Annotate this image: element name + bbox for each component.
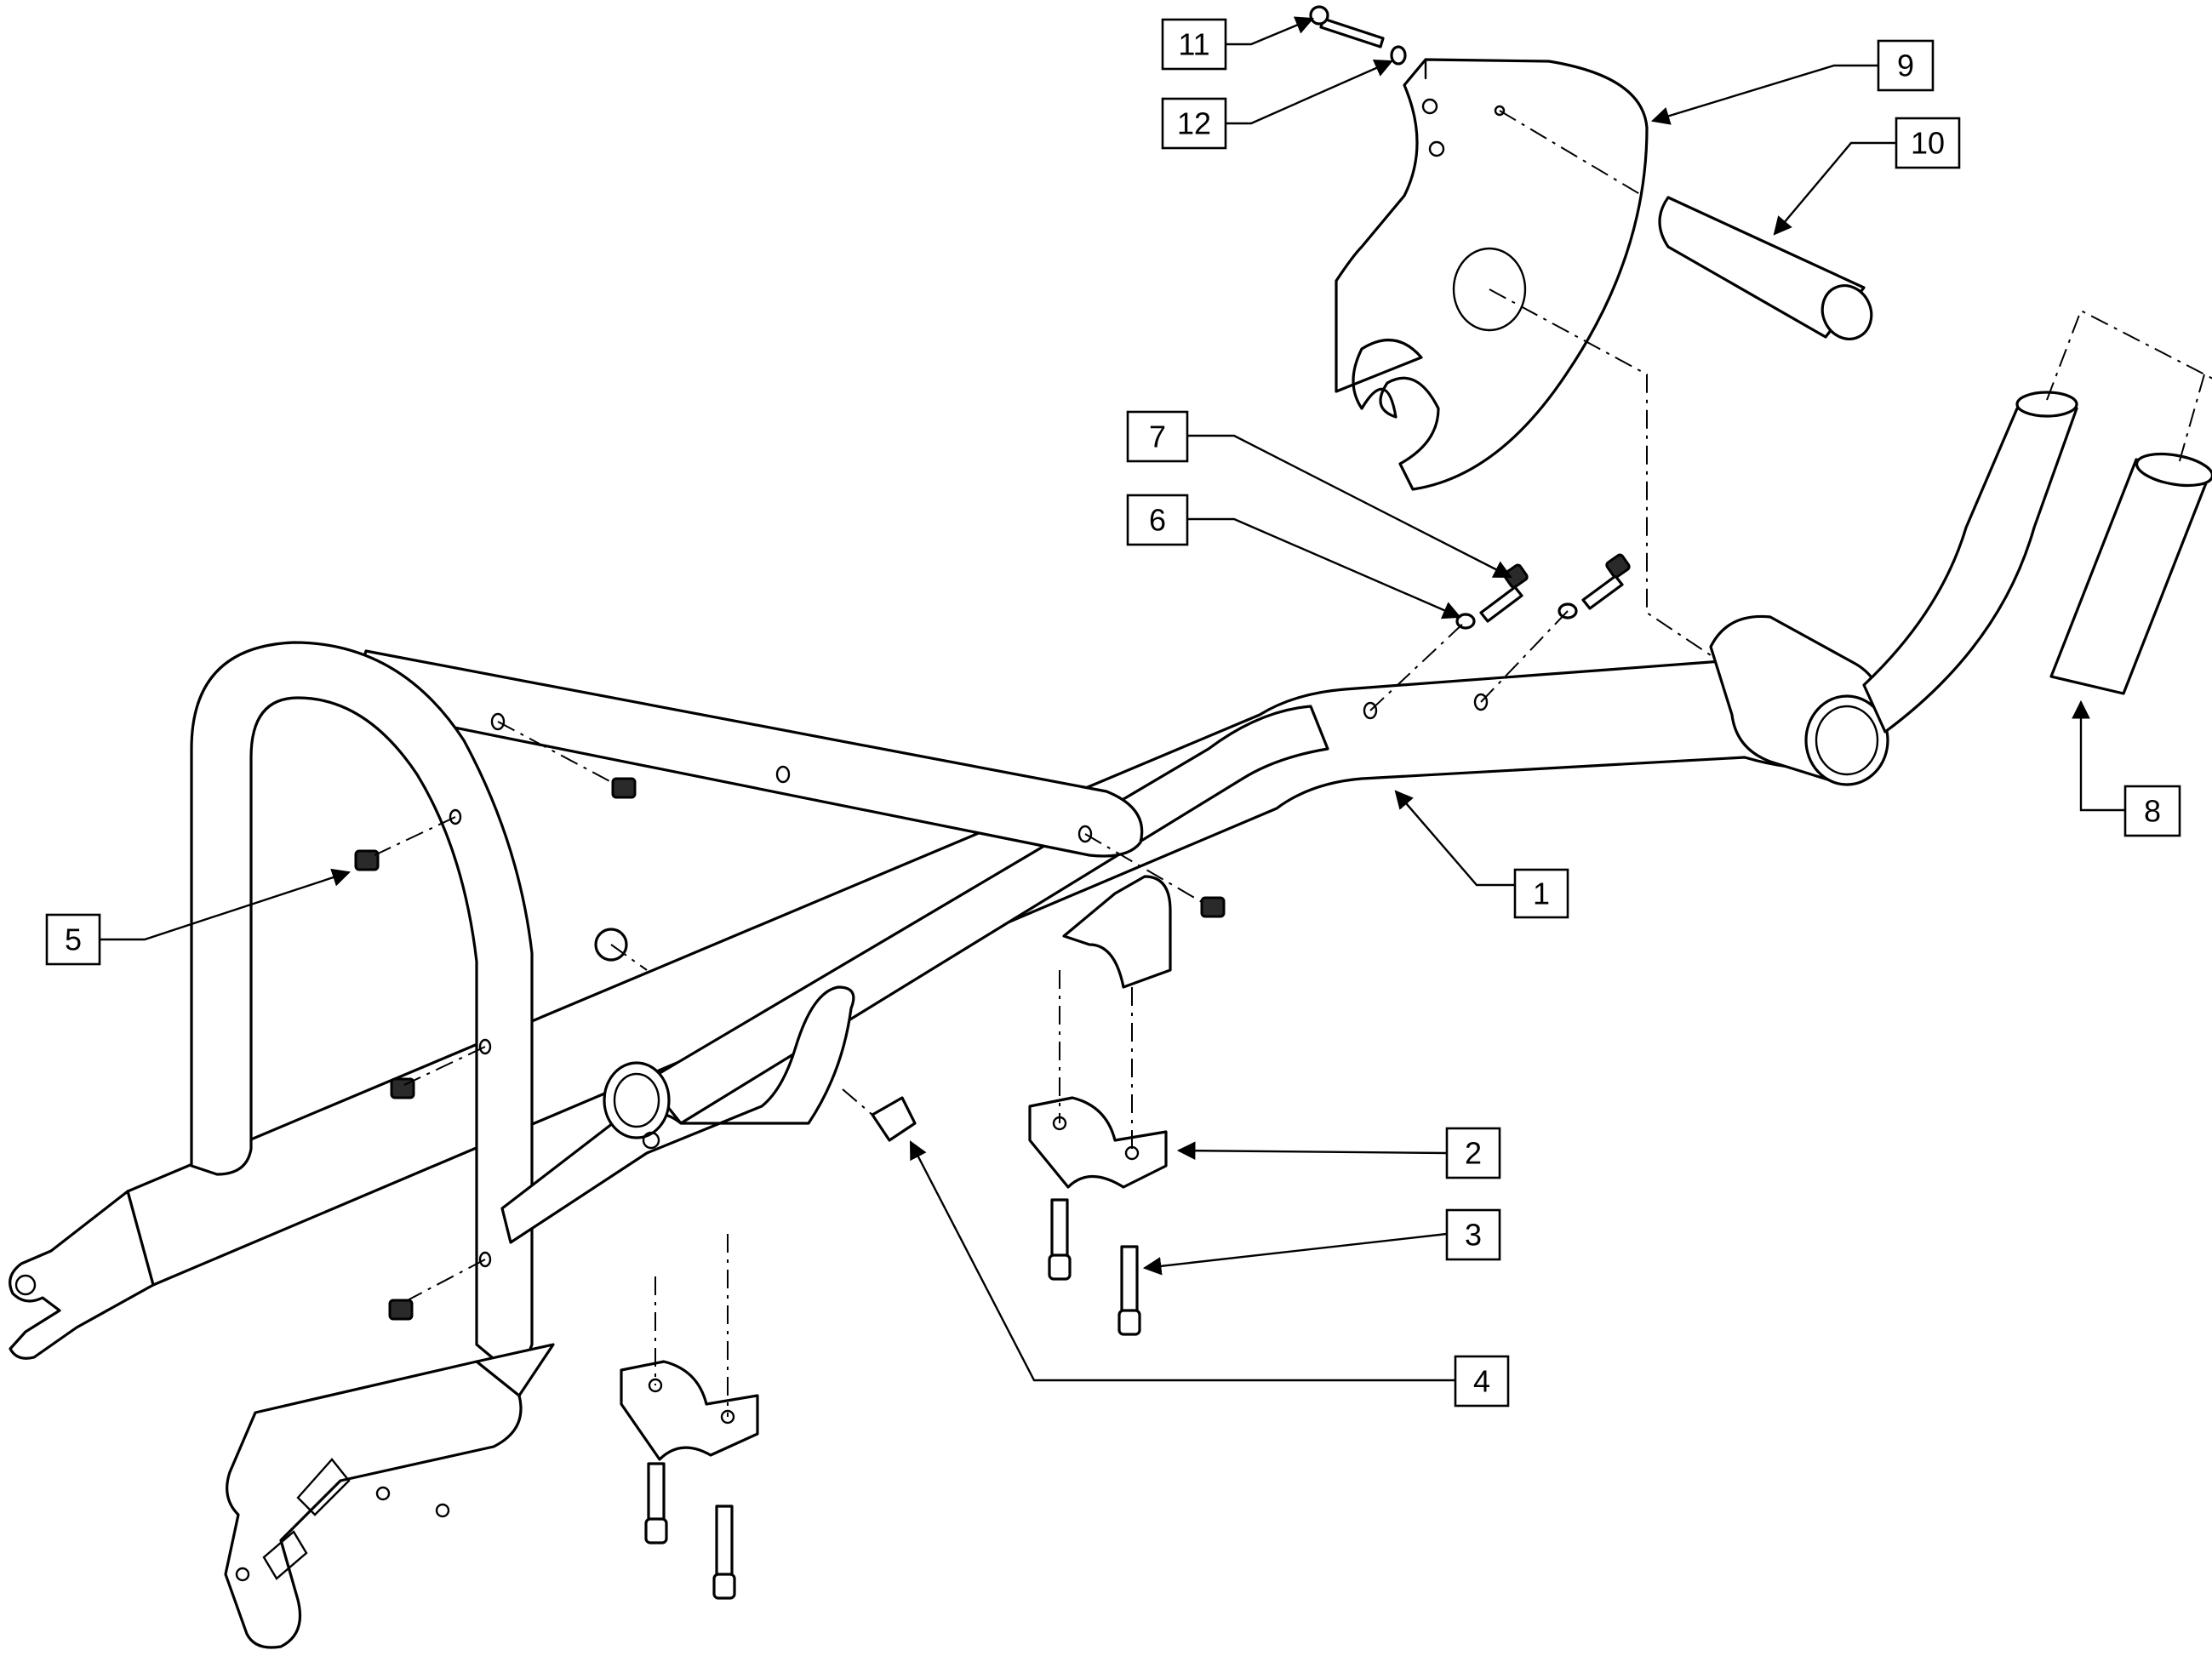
callout-4-label: 4 xyxy=(1473,1364,1490,1399)
callout-3-label: 3 xyxy=(1465,1218,1482,1253)
main-frame xyxy=(9,391,2078,1649)
callout-7-label: 7 xyxy=(1149,420,1166,454)
cylinder-10 xyxy=(1658,196,1873,340)
grip-tube-8 xyxy=(2049,452,2212,695)
callout-9: 9 xyxy=(1877,39,1935,92)
callout-6: 6 xyxy=(1126,494,1189,546)
callout-1-label: 1 xyxy=(1533,876,1550,911)
callout-1: 1 xyxy=(1513,868,1569,919)
callout-2-label: 2 xyxy=(1465,1136,1482,1171)
callout-7: 7 xyxy=(1126,410,1189,463)
callout-4: 4 xyxy=(1454,1355,1510,1407)
callout-10: 10 xyxy=(1895,117,1961,169)
callout-12: 12 xyxy=(1161,97,1227,150)
callout-11-label: 11 xyxy=(1178,27,1209,62)
callout-5: 5 xyxy=(45,913,101,966)
side-guard xyxy=(1335,58,1649,491)
callout-12-label: 12 xyxy=(1177,106,1211,141)
bolts xyxy=(644,1198,1141,1600)
callout-8: 8 xyxy=(2123,785,2181,837)
callout-3: 3 xyxy=(1445,1208,1501,1261)
callout-2: 2 xyxy=(1445,1127,1501,1179)
callout-11: 11 xyxy=(1161,18,1227,71)
callout-6-label: 6 xyxy=(1149,503,1166,538)
leader-lines xyxy=(100,16,2125,1382)
alignment-lines xyxy=(374,110,2212,1417)
callout-5-label: 5 xyxy=(65,922,82,957)
callout-10-label: 10 xyxy=(1911,126,1945,161)
clamp-blocks xyxy=(620,875,1172,1461)
callout-9-label: 9 xyxy=(1897,49,1914,83)
callout-8-label: 8 xyxy=(2144,794,2161,829)
